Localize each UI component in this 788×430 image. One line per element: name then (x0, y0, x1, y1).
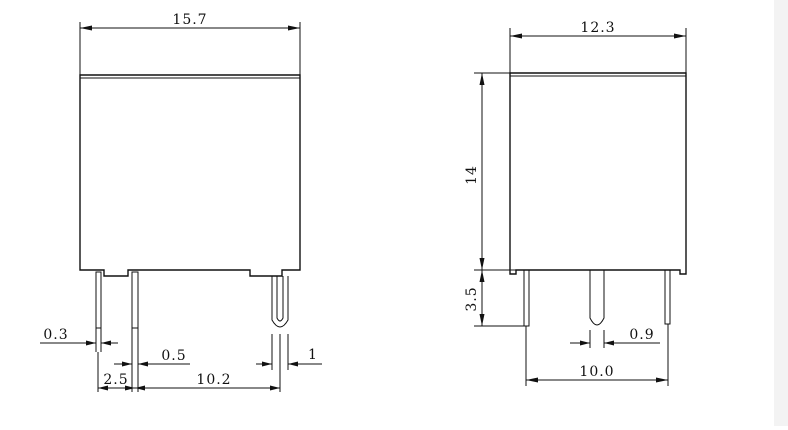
dim-label-pitch-first: 2.5 (103, 372, 128, 388)
side-pin-3 (664, 269, 671, 325)
arrow-head (288, 25, 300, 31)
arrow-head (86, 340, 96, 346)
side-body-outline (509, 72, 687, 275)
front-pin-3-inner (276, 276, 284, 322)
dim-label-side-pitch: 10.0 (579, 364, 614, 380)
arrow-head (674, 33, 686, 39)
arrow-head (98, 385, 108, 391)
dim-label-pitch-main: 10.2 (196, 372, 231, 388)
side-view: 12.3 14 3.5 0.9 10.0 (464, 20, 687, 386)
arrow-head (80, 25, 92, 31)
front-view: 15.7 0.3 0.5 2.5 10.2 1 (40, 12, 322, 392)
front-body-outline (79, 74, 301, 277)
arrow-head (604, 340, 614, 346)
arrow-head (656, 377, 668, 383)
arrow-head (580, 340, 590, 346)
dim-label-pin-width: 0.5 (161, 348, 186, 364)
dim-label-side-pin-width: 0.9 (629, 327, 654, 343)
side-pin-2 (589, 270, 605, 326)
arrow-head (479, 314, 485, 326)
arrow-head (138, 361, 148, 367)
arrow-head (270, 385, 280, 391)
dim-label-side-width: 12.3 (580, 20, 615, 36)
dim-label-pin-length: 3.5 (464, 286, 480, 311)
dim-label-pin-thickness: 0.3 (43, 327, 68, 343)
front-pin-3 (271, 276, 289, 328)
dim-label-width: 15.7 (172, 12, 207, 28)
arrow-head (288, 361, 298, 367)
dim-label-offset: 1 (308, 347, 318, 363)
arrow-head (262, 361, 272, 367)
arrow-head (479, 270, 485, 282)
side-pin-1 (523, 269, 530, 327)
arrow-head (526, 377, 538, 383)
dim-label-body-height: 14 (464, 165, 480, 185)
scrollbar-track[interactable] (774, 0, 788, 426)
arrow-head (125, 385, 135, 391)
arrow-head (135, 385, 145, 391)
front-pin-2 (131, 271, 139, 329)
arrow-head (479, 73, 485, 85)
arrow-head (122, 361, 132, 367)
arrow-head (510, 33, 522, 39)
arrow-head (101, 340, 111, 346)
front-pin-1 (95, 271, 102, 329)
arrow-head (479, 258, 485, 270)
